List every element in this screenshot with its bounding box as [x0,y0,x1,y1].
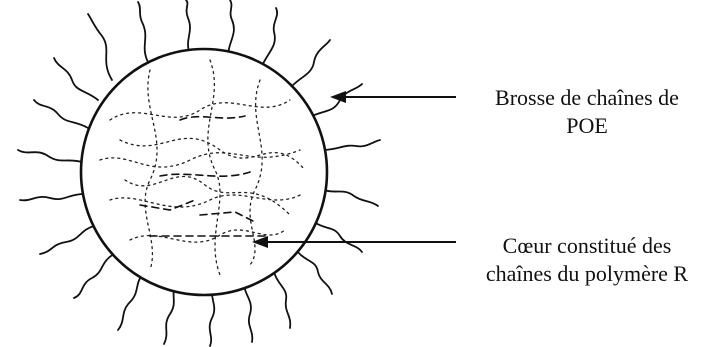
chain [34,100,88,128]
core-label-line1: Cœur constitué des [456,232,718,260]
chain [274,272,290,328]
chain [40,226,94,254]
polymer-core [81,49,327,295]
core-label: Cœur constitué des chaînes du polymère R [456,232,718,288]
chain [74,254,114,298]
chain [228,0,234,56]
chain [18,150,82,162]
chain [262,8,277,66]
chain [54,58,98,100]
chain [118,272,144,330]
chain [244,282,252,342]
brush-label: Brosse de chaînes de POE [456,84,718,140]
chain [88,14,112,80]
chain [138,2,148,62]
chain [322,140,380,150]
chain [20,194,84,200]
chain [324,190,378,206]
brush-label-line2: POE [456,112,718,140]
chain [312,84,362,116]
core-label-line2: chaînes du polymère R [456,260,718,288]
chain [298,252,332,294]
chain [186,0,190,54]
brush-label-line1: Brosse de chaînes de [456,84,718,112]
chain [314,222,362,252]
chain [292,40,330,86]
